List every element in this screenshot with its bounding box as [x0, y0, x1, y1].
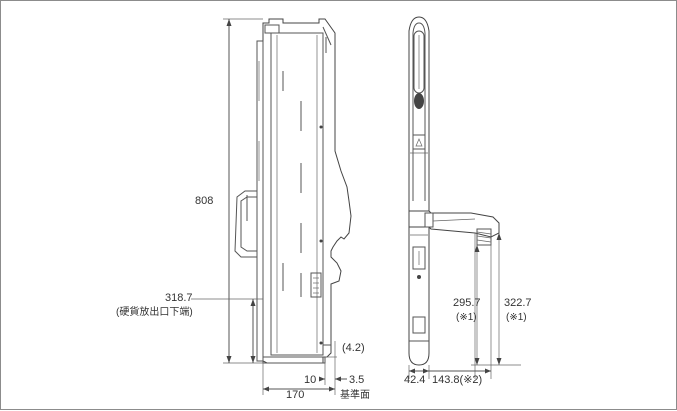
dim-170-label: 170	[286, 389, 304, 401]
arrow-icon	[485, 368, 491, 374]
handle-line	[432, 218, 476, 222]
dimension-808: 808	[195, 18, 263, 364]
side-view	[234, 18, 352, 364]
arrow-icon	[496, 233, 502, 240]
dim-808-label: 808	[195, 195, 213, 207]
side-base	[262, 356, 326, 364]
dim-318-label: 318.7	[165, 292, 193, 304]
side-handle-inner	[240, 196, 257, 252]
side-top-cap	[264, 24, 280, 34]
bolt-icon	[319, 239, 323, 243]
reference-plane-label: 基準面	[340, 388, 370, 401]
dim-10-label: 10	[304, 374, 316, 386]
side-handle	[234, 190, 257, 258]
arrow-icon	[226, 19, 232, 26]
dimension-bottom: 10 3.5 170 基準面	[262, 357, 370, 401]
arrow-icon	[263, 386, 269, 392]
lock-icon	[414, 93, 424, 109]
dimension-318: 318.7 (硬貨放出口下端)	[116, 292, 263, 363]
dim-1438-label: 143.8(※2)	[432, 374, 482, 386]
dim-2957-note: (※1)	[456, 312, 477, 323]
release-slot	[412, 246, 426, 270]
dim-35-label: 3.5	[349, 374, 364, 386]
dimension-front-bottom: 42.4 143.8(※2)	[404, 233, 492, 386]
warning-icon	[415, 138, 423, 147]
arrow-icon	[496, 358, 502, 365]
dimension-42-top: (4.2)	[325, 341, 365, 358]
arrow-icon	[474, 358, 480, 365]
dimension-front-right: 295.7 (※1) 322.7 (※1)	[453, 233, 532, 366]
bolt-icon	[319, 341, 323, 345]
spring-coil	[476, 239, 492, 243]
front-view-body	[408, 16, 430, 366]
side-top-edge	[322, 26, 332, 46]
coin-outlet	[412, 316, 426, 334]
dim-3227-note: (※1)	[506, 312, 527, 323]
arrow-icon	[474, 245, 480, 252]
spring-coil	[476, 235, 492, 239]
side-view-inner-panel	[270, 32, 324, 356]
arrow-icon	[319, 376, 325, 382]
spring-icon	[476, 228, 492, 246]
connector-block	[310, 272, 322, 298]
arrow-icon	[250, 299, 256, 306]
label-plate	[412, 134, 426, 150]
arrow-icon	[409, 368, 415, 374]
bolt-icon	[319, 125, 323, 129]
bolt-icon	[417, 275, 421, 279]
side-view-body	[262, 18, 352, 364]
front-view	[408, 16, 500, 366]
dim-318-note: (硬貨放出口下端)	[116, 305, 193, 318]
front-inner-outline	[412, 22, 426, 201]
arrow-icon	[226, 356, 232, 363]
side-left-rail	[256, 40, 264, 362]
dim-2957-label: 295.7	[453, 297, 481, 309]
dim-3227-label: 322.7	[504, 297, 532, 309]
arrow-icon	[335, 376, 341, 382]
dim-42-label: (4.2)	[342, 342, 365, 354]
dim-424-label: 42.4	[404, 374, 425, 386]
spring-coil	[476, 228, 492, 246]
arrow-icon	[423, 368, 429, 374]
spring-coil	[476, 231, 492, 235]
handle-hinge	[424, 212, 434, 228]
arrow-icon	[250, 356, 256, 363]
arrow-icon	[329, 386, 335, 392]
